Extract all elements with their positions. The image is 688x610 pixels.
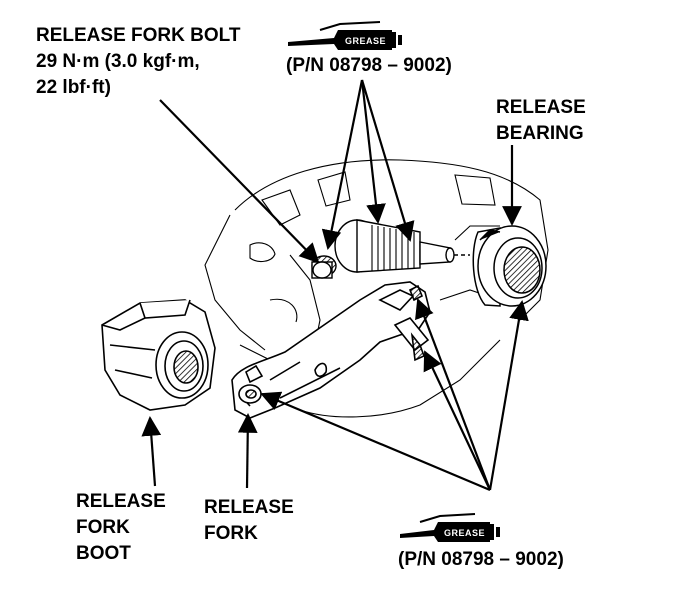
release-fork-label-2: FORK (204, 523, 258, 544)
release-bearing-label-1: RELEASE (496, 97, 586, 118)
grease-part-number-bottom: (P/N 08798 – 9002) (398, 549, 564, 570)
grease-part-number-top: (P/N 08798 – 9002) (286, 55, 452, 76)
release-fork-boot-label-3: BOOT (76, 543, 131, 564)
leader-arrows (141, 79, 529, 492)
grease-tube-icon: GREASE (400, 513, 500, 542)
release-fork-label-1: RELEASE (204, 497, 294, 518)
release-fork-boot-label-1: RELEASE (76, 491, 166, 512)
bolt-torque-nm: 29 N·m (3.0 kgf·m, (36, 51, 200, 72)
bolt-torque-lbf: 22 lbf·ft) (36, 77, 111, 98)
release-bearing (472, 225, 547, 307)
release-fork (231, 281, 431, 419)
release-fork-bolt-label: RELEASE FORK BOLT (36, 25, 241, 46)
grease-tube-icon: GREASE (288, 21, 402, 50)
grease-label-bottom: GREASE (444, 528, 485, 538)
release-fork-boot (101, 299, 216, 411)
input-shaft (334, 219, 470, 273)
release-fork-boot-label-2: FORK (76, 517, 130, 538)
release-bearing-label-2: BEARING (496, 123, 584, 144)
grease-label-top: GREASE (345, 36, 386, 46)
